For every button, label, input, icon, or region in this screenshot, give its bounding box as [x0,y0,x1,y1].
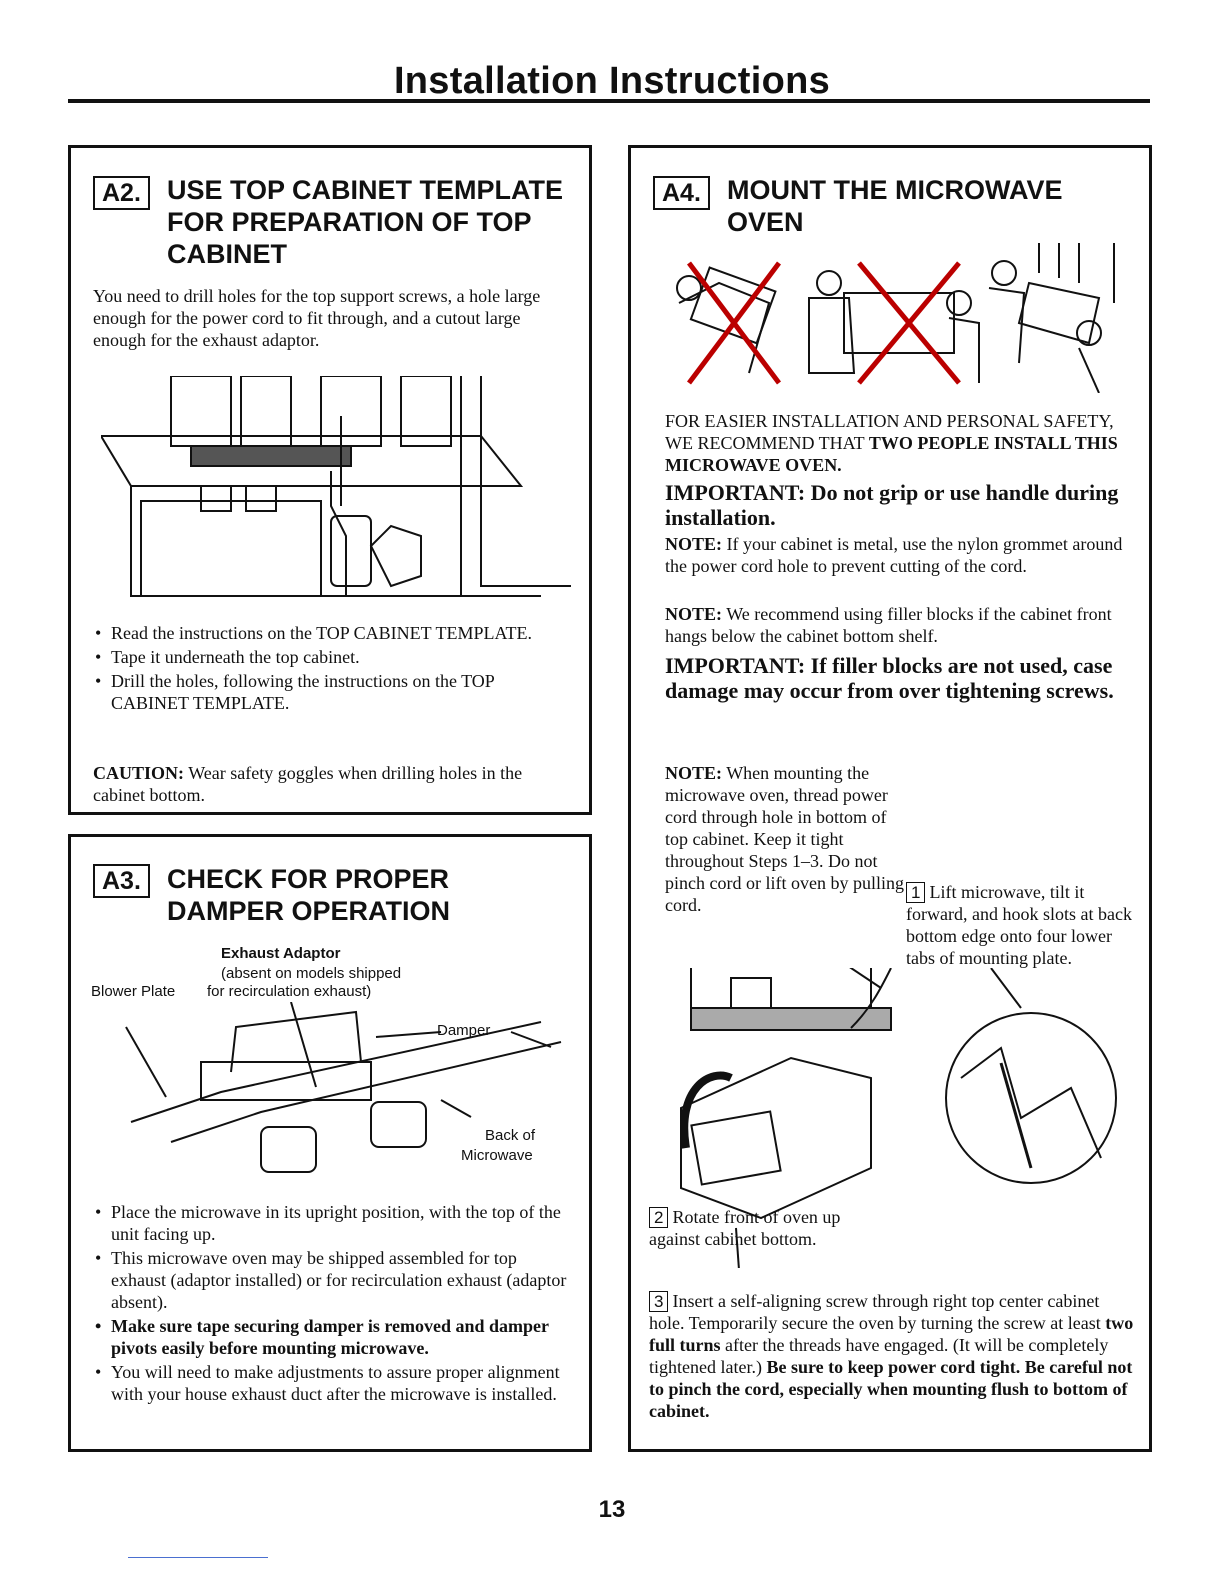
step-tag-a3: A3. [93,864,150,898]
list-item: You will need to make adjustments to ass… [93,1361,573,1405]
section-a3: A3. CHECK FOR PROPER DAMPER OPERATION Ex… [68,834,592,1452]
list-item: Tape it underneath the top cabinet. [93,646,563,668]
section-a2-title: USE TOP CABINET TEMPLATE FOR PREPARATION… [167,175,564,269]
step-tag-a4: A4. [653,176,710,210]
section-a2-bullets: Read the instructions on the TOP CABINET… [93,622,563,716]
footer-divider [128,1557,268,1558]
label-microwave: Microwave [461,1147,533,1164]
section-a4-important-1: IMPORTANT: Do not grip or use handle dur… [665,480,1119,530]
section-a2: A2. USE TOP CABINET TEMPLATE FOR PREPARA… [68,145,592,815]
step-tag-a2: A2. [93,176,150,210]
section-a4: A4. MOUNT THE MICROWAVE OVEN [628,145,1152,1452]
label-exhaust-note-1: (absent on models shipped [221,965,402,982]
page-title: Installation Instructions [393,60,831,102]
section-a4-title: MOUNT THE MICROWAVE OVEN [727,175,1063,237]
section-a4-note-1: NOTE: If your cabinet is metal, use the … [665,534,1123,576]
section-a3-bullets: Place the microwave in its upright posit… [93,1201,573,1407]
list-item: This microwave oven may be shipped assem… [93,1247,573,1313]
section-a2-caution: CAUTION: Wear safety goggles when drilli… [93,763,523,805]
list-item: Drill the holes, following the instructi… [93,670,563,714]
section-a4-important-2: IMPORTANT: If filler blocks are not used… [665,653,1114,703]
mounting-illustration [680,968,1117,1268]
label-exhaust-adaptor: Exhaust Adaptor [221,945,341,962]
label-back-of: Back of [485,1127,536,1144]
list-item: Place the microwave in its upright posit… [93,1201,573,1245]
step-2-number: 2 [649,1207,669,1228]
title-rule [68,99,1150,103]
section-a4-note-3: NOTE: When mounting the microwave oven, … [665,763,904,915]
page-number: 13 [598,1496,626,1523]
label-damper: Damper [437,1022,491,1039]
cabinet-drilling-illustration [101,376,571,597]
step-3-number: 3 [649,1291,669,1312]
section-a4-safety: FOR EASIER INSTALLATION AND PERSONAL SAF… [665,411,1118,475]
section-a2-intro: You need to drill holes for the top supp… [93,286,541,350]
list-item: Make sure tape securing damper is remove… [93,1315,573,1359]
section-a3-title: CHECK FOR PROPER DAMPER OPERATION [167,864,451,926]
section-a4-note-2: NOTE: We recommend using filler blocks i… [665,604,1112,646]
list-item: Read the instructions on the TOP CABINET… [93,622,563,644]
damper-diagram [125,1002,562,1173]
label-exhaust-note-2: for recirculation exhaust) [207,983,372,1000]
label-blower-plate: Blower Plate [91,983,176,1000]
two-person-lift-illustration [676,243,1115,393]
step-1-number: 1 [906,882,926,903]
